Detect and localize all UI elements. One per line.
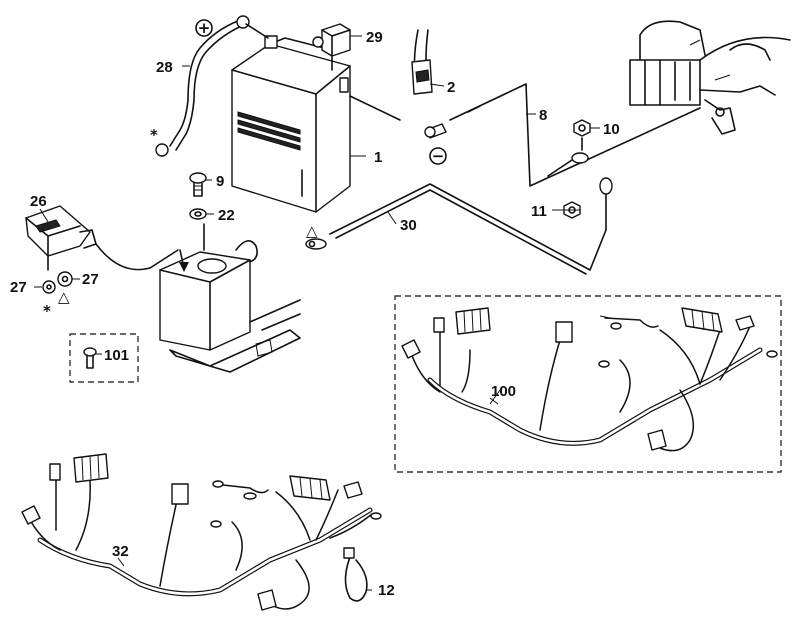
callout-27-right: 27 (82, 271, 99, 288)
battery-strap (411, 29, 433, 95)
callout-2: 2 (447, 79, 455, 96)
callout-9: 9 (216, 173, 224, 190)
symbols: + − * * △ △ (43, 19, 447, 320)
callout-10: 10 (603, 121, 620, 138)
relay (25, 205, 179, 271)
callout-101: 101 (104, 347, 129, 364)
asterisk-symbol-bottom: * (43, 302, 51, 320)
screw-kit-box (69, 333, 139, 383)
triangle-symbol-cable: △ (306, 222, 318, 240)
nut-11 (563, 177, 613, 231)
svg-text:−: − (432, 147, 445, 165)
positive-cable (155, 15, 269, 157)
nut-10 (547, 119, 591, 177)
callout-27-left: 27 (10, 279, 27, 296)
asterisk-symbol-top: * (150, 126, 158, 144)
callout-1: 1 (374, 149, 382, 166)
callout-29: 29 (366, 29, 383, 46)
main-harness (21, 453, 382, 611)
callout-12: 12 (378, 582, 395, 599)
screw-9 (189, 172, 207, 197)
minus-symbol: − (429, 147, 447, 165)
svg-text:+: + (198, 19, 211, 37)
engine-block (629, 20, 791, 135)
triangle-symbol-grommet: △ (58, 288, 70, 306)
callout-22: 22 (218, 207, 235, 224)
battery (231, 35, 351, 213)
cable-30 (305, 183, 607, 275)
callout-8: 8 (539, 107, 547, 124)
harness-kit-box (394, 295, 782, 473)
callout-32: 32 (112, 543, 129, 560)
washer-22 (189, 208, 207, 220)
cable-tie (343, 547, 368, 602)
callout-100: 100 (491, 383, 516, 400)
plus-symbol: + (195, 19, 213, 37)
grommet-left (42, 280, 56, 294)
ground-cable (349, 83, 701, 187)
callout-28: 28 (156, 59, 173, 76)
terminal-cover (312, 23, 351, 57)
grommet-right (57, 271, 73, 287)
callout-11: 11 (531, 203, 547, 220)
callout-26: 26 (30, 193, 47, 210)
leader-lines (34, 35, 600, 591)
callouts: 1 2 8 9 10 11 12 22 26 27 27 28 29 30 32… (10, 29, 620, 599)
battery-bracket (159, 223, 301, 373)
callout-30: 30 (400, 217, 417, 234)
